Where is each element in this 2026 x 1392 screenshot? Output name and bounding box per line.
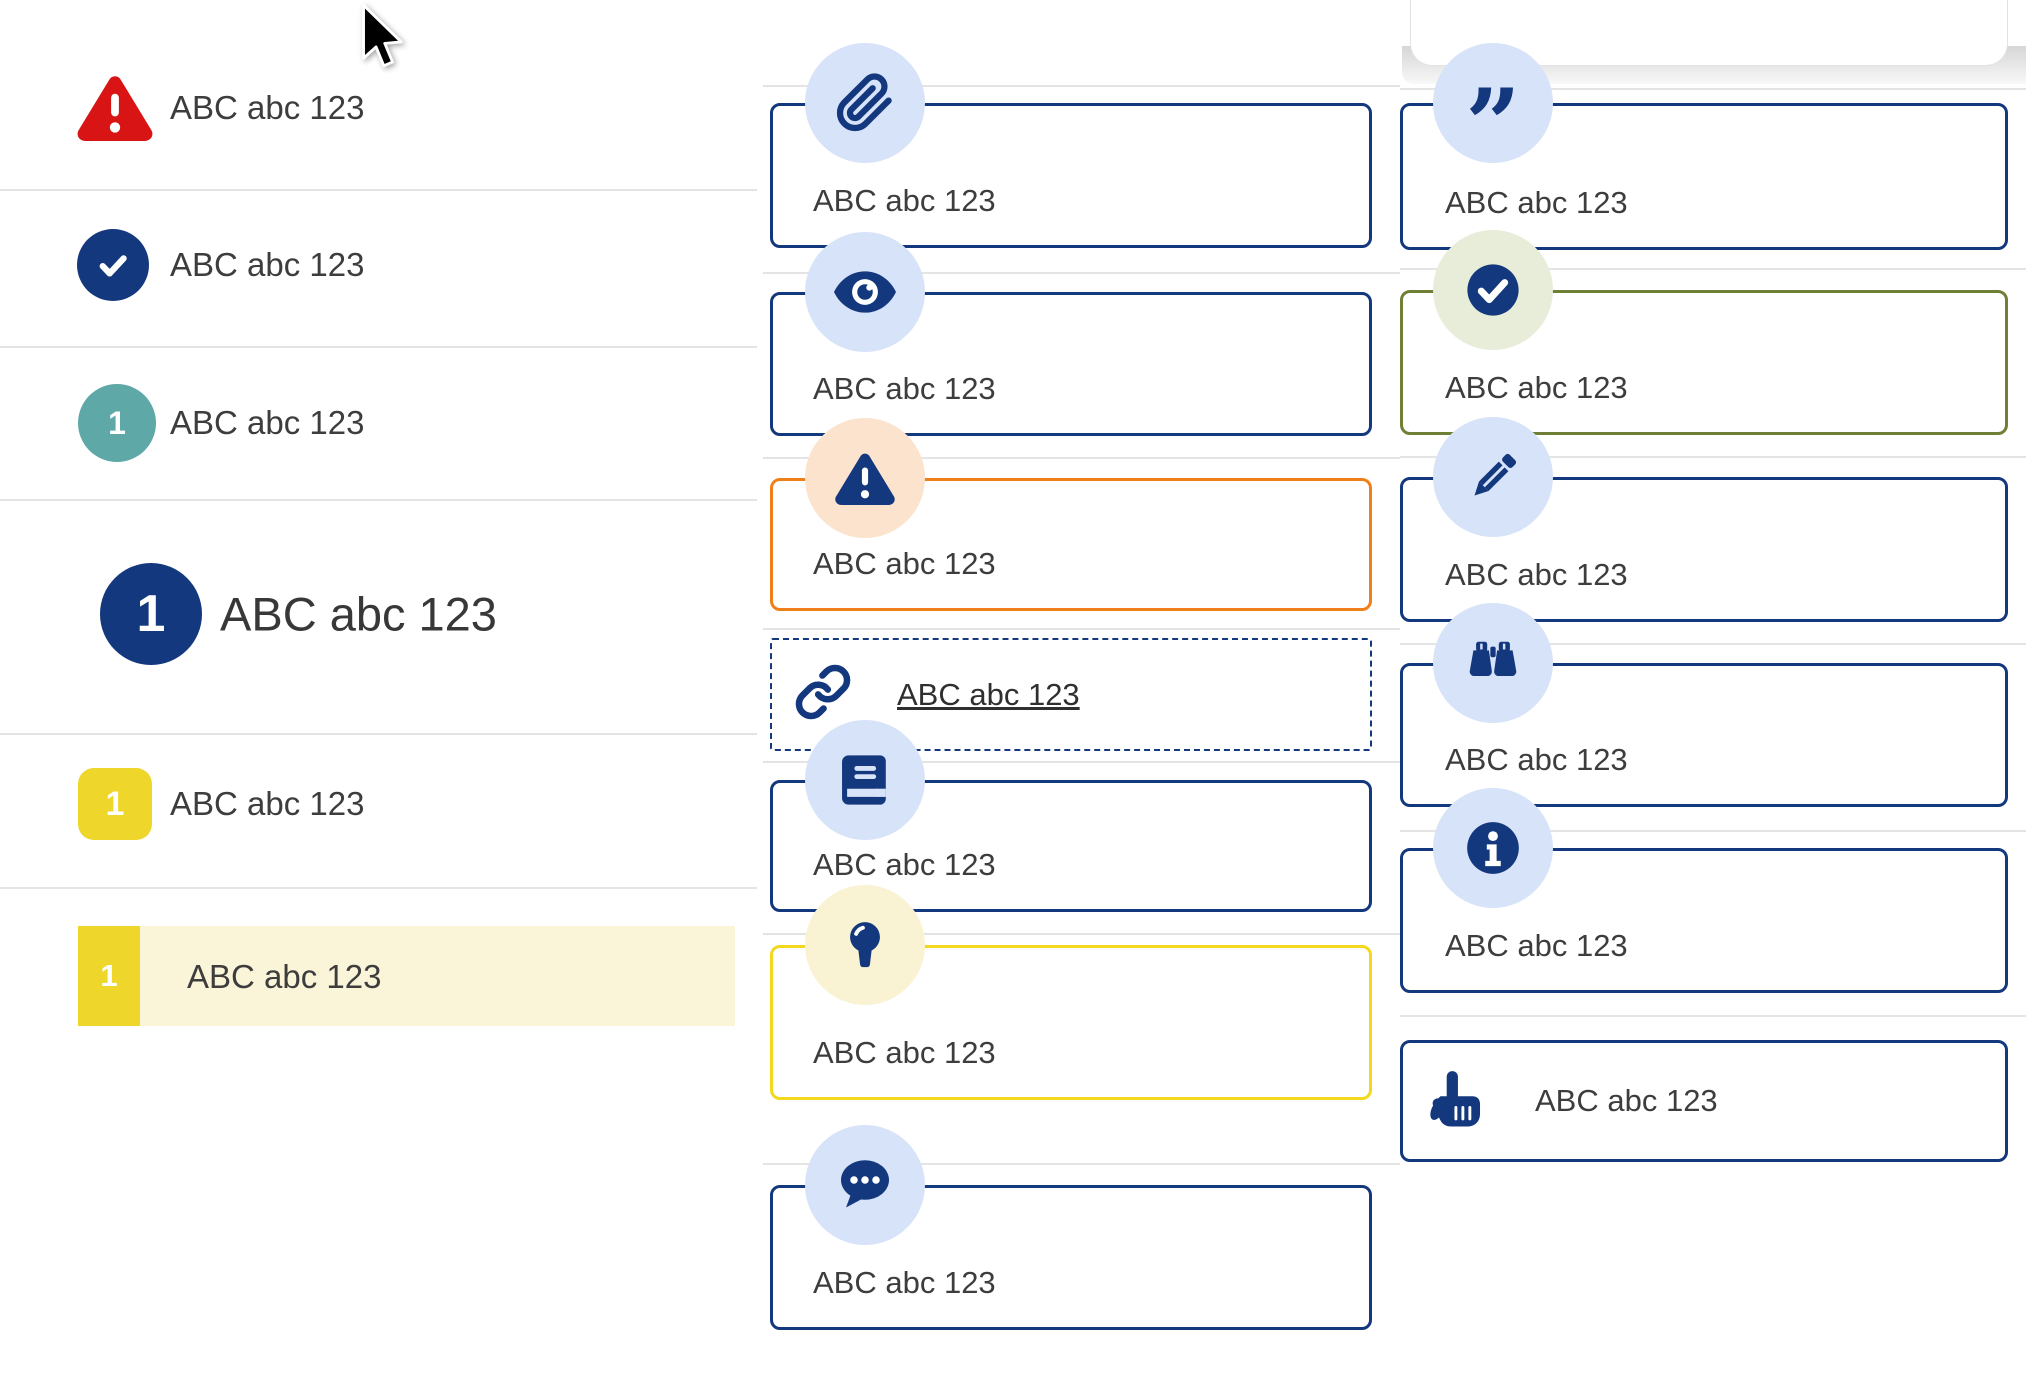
divider [763, 933, 1400, 935]
divider [1400, 88, 2026, 90]
divider [1400, 268, 2026, 270]
divider [0, 887, 757, 889]
navy-number-badge: 1 [100, 563, 202, 665]
card-link[interactable]: ABC abc 123 [897, 676, 1080, 712]
hand-pointer-icon [1425, 1068, 1487, 1135]
info-icon [1433, 788, 1553, 908]
check-circle-icon [1433, 230, 1553, 350]
check-circle-icon [77, 229, 149, 301]
chat-icon [805, 1125, 925, 1245]
mouse-cursor-icon [360, 3, 406, 75]
yellow-number-badge: 1 [78, 926, 140, 1026]
quote-icon: ” [1433, 43, 1553, 173]
warning-triangle-icon [76, 73, 154, 146]
divider [1400, 456, 2026, 458]
list-item-label: ABC abc 123 [187, 958, 382, 995]
card-label: ABC abc 123 [1445, 928, 1628, 963]
divider [763, 761, 1400, 763]
divider [763, 628, 1400, 630]
teal-number-badge: 1 [78, 384, 156, 462]
section-heading: ABC abc 123 [220, 587, 497, 641]
highlighted-row[interactable] [78, 926, 735, 1026]
divider [0, 499, 757, 501]
yellow-number-badge: 1 [78, 768, 152, 840]
card-label: ABC abc 123 [813, 1265, 996, 1300]
book-icon [805, 720, 925, 840]
eye-icon [805, 232, 925, 352]
list-item-label: ABC abc 123 [170, 246, 365, 283]
divider [763, 457, 1400, 459]
divider [763, 1163, 1400, 1165]
card-label: ABC abc 123 [813, 371, 996, 406]
card-label: ABC abc 123 [813, 1035, 996, 1070]
card-label: ABC abc 123 [1445, 370, 1628, 405]
card-label: ABC abc 123 [1535, 1083, 1718, 1118]
card-label: ABC abc 123 [813, 183, 996, 218]
divider [1400, 1015, 2026, 1017]
card-label: ABC abc 123 [813, 546, 996, 581]
pencil-icon [1433, 417, 1553, 537]
callout-card-attachment: ABC abc 123 [770, 103, 1372, 248]
card-label: ABC abc 123 [1445, 557, 1628, 592]
list-item-label: ABC abc 123 [170, 785, 365, 822]
lightbulb-icon [805, 885, 925, 1005]
divider [0, 733, 757, 735]
warning-triangle-icon [805, 418, 925, 538]
partial-sheet [1410, 0, 2008, 66]
card-label: ABC abc 123 [1445, 185, 1628, 220]
binoculars-icon [1433, 603, 1553, 723]
card-label: ABC abc 123 [813, 847, 996, 882]
divider [1400, 830, 2026, 832]
divider [1400, 643, 2026, 645]
list-item-label: ABC abc 123 [170, 89, 365, 126]
divider [763, 272, 1400, 274]
callout-card-action: ABC abc 123 [1400, 1040, 2008, 1162]
paperclip-icon [805, 43, 925, 163]
link-icon [794, 663, 852, 726]
list-item-label: ABC abc 123 [170, 404, 365, 441]
divider [0, 189, 757, 191]
card-label: ABC abc 123 [1445, 742, 1628, 777]
divider [763, 85, 1400, 87]
divider [0, 346, 757, 348]
